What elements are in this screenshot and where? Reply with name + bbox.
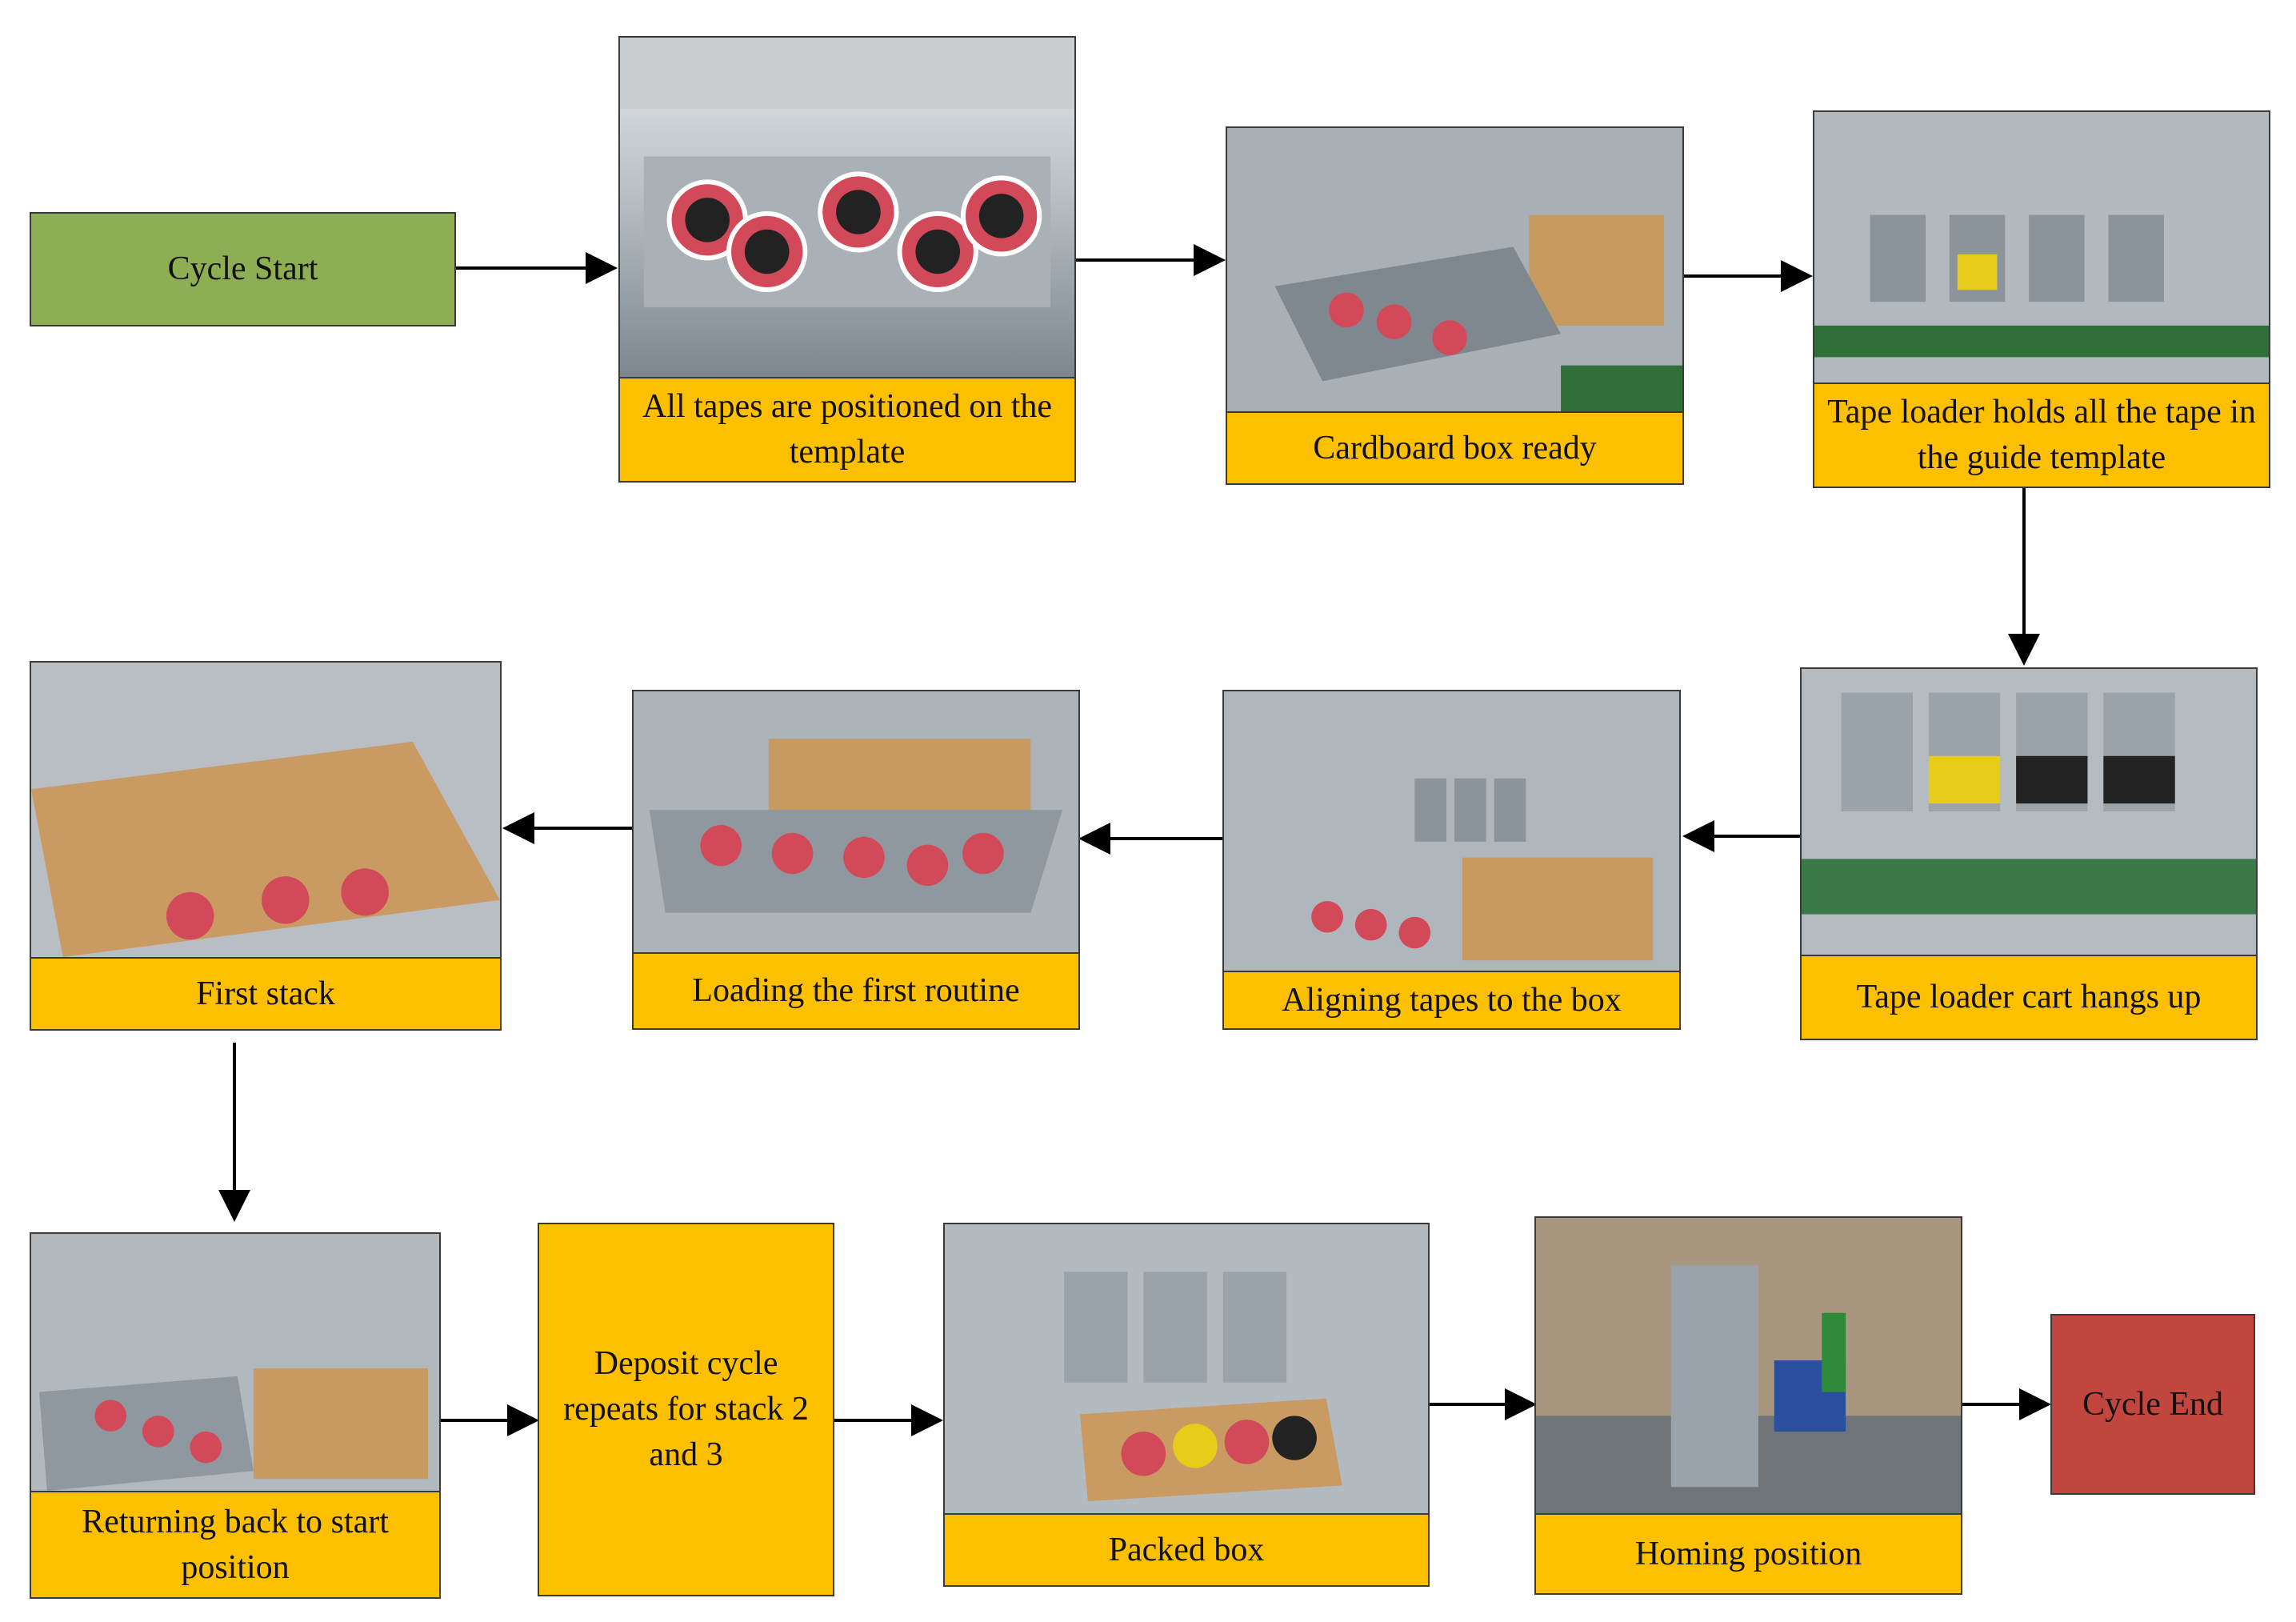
- step-loader-holds: Tape loader holds all the tape in the gu…: [1813, 110, 2270, 488]
- photo-returning: [31, 1234, 439, 1491]
- step-tapes-positioned: All tapes are positioned on the template: [618, 36, 1076, 483]
- deposit-cycle-label: Deposit cycle repeats for stack 2 and 3: [563, 1345, 809, 1473]
- photo-first-stack: [31, 663, 500, 957]
- step-aligning-tapes: Aligning tapes to the box: [1222, 690, 1681, 1030]
- photo-tape-loader-cart: [1802, 669, 2256, 955]
- step-cardboard-box: Cardboard box ready: [1226, 126, 1684, 485]
- step-packed-box: Packed box: [943, 1223, 1430, 1587]
- step-loading-routine: Loading the first routine: [632, 690, 1080, 1030]
- step-caption: Loading the first routine: [634, 952, 1078, 1028]
- step-first-stack: First stack: [30, 661, 502, 1031]
- step-returning: Returning back to start position: [30, 1232, 441, 1599]
- step-caption: All tapes are positioned on the template: [620, 377, 1074, 481]
- step-caption: Packed box: [945, 1513, 1428, 1585]
- cycle-start-node: Cycle Start: [30, 212, 456, 326]
- step-homing-position: Homing position: [1534, 1216, 1962, 1595]
- step-caption: Cardboard box ready: [1227, 411, 1682, 483]
- photo-cardboard-box: [1227, 128, 1682, 411]
- step-caption: Homing position: [1536, 1513, 1961, 1593]
- step-caption: Aligning tapes to the box: [1224, 971, 1679, 1028]
- cycle-start-label: Cycle Start: [167, 250, 318, 288]
- photo-homing: [1536, 1218, 1961, 1513]
- photo-tapes-on-template: [620, 38, 1074, 377]
- photo-packed-box: [945, 1224, 1428, 1513]
- photo-loading-routine: [634, 691, 1078, 952]
- step-caption: Tape loader cart hangs up: [1802, 955, 2256, 1039]
- deposit-cycle-node: Deposit cycle repeats for stack 2 and 3: [538, 1223, 834, 1596]
- photo-aligning-tapes: [1224, 691, 1679, 971]
- step-caption: Tape loader holds all the tape in the gu…: [1814, 382, 2269, 487]
- step-loader-cart: Tape loader cart hangs up: [1800, 667, 2258, 1040]
- cycle-end-label: Cycle End: [2082, 1385, 2224, 1423]
- step-caption: Returning back to start position: [31, 1491, 439, 1597]
- cycle-end-node: Cycle End: [2050, 1314, 2255, 1495]
- step-caption: First stack: [31, 957, 500, 1029]
- photo-tape-loader-holds: [1814, 112, 2269, 382]
